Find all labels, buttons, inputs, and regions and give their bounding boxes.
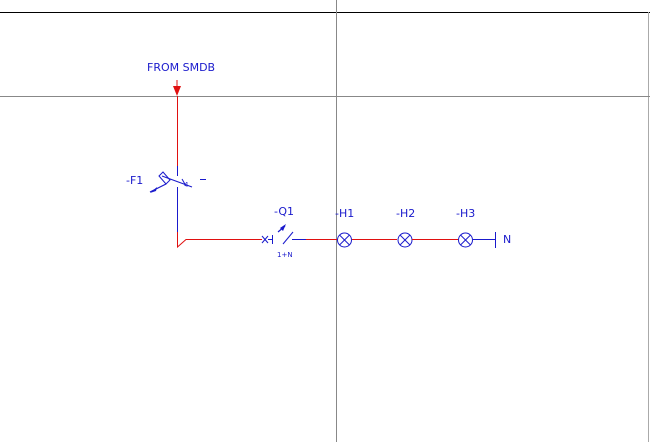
- q1-tag: -Q1: [274, 205, 294, 218]
- isolator-switch-icon[interactable]: [261, 224, 306, 245]
- lamp-cross-icon[interactable]: [397, 232, 413, 248]
- h1-tag: -H1: [335, 207, 354, 220]
- neutral-terminal-icon: [473, 232, 496, 248]
- lamp-cross-icon[interactable]: [458, 232, 473, 248]
- h2-tag: -H2: [396, 207, 415, 220]
- h3-tag: -H3: [456, 207, 475, 220]
- source-label: FROM SMDB: [147, 61, 215, 74]
- arrow-down-icon: [173, 80, 181, 96]
- neutral-label: N: [503, 233, 511, 246]
- f1-tag: -F1: [126, 174, 143, 187]
- f1-pole: 4: [184, 181, 189, 189]
- q1-spec: 1+N: [277, 251, 293, 259]
- circuit-breaker-icon[interactable]: [149, 166, 206, 232]
- bend-wire-red: [177, 232, 262, 249]
- lamp-cross-icon[interactable]: [337, 232, 352, 248]
